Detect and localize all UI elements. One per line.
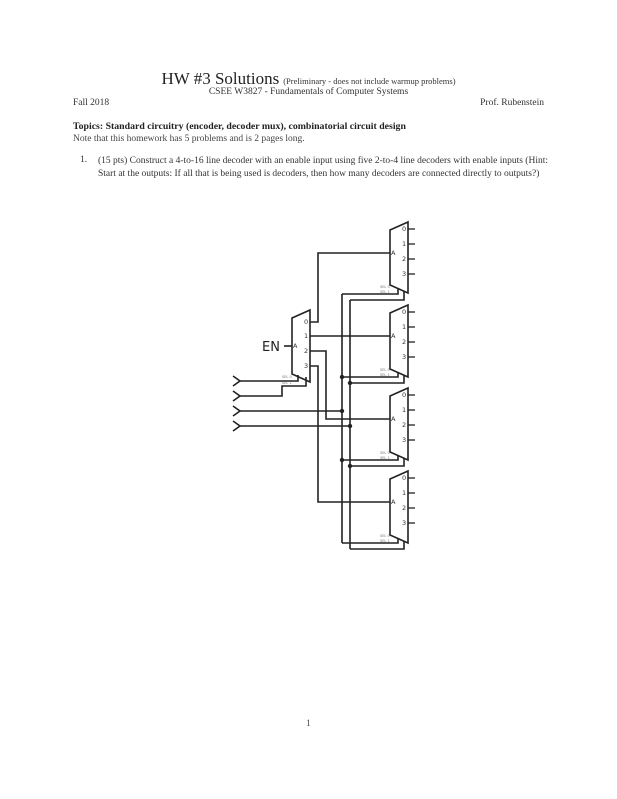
svg-text:SEL 0: SEL 0 [380,534,390,538]
svg-text:3: 3 [402,353,406,361]
svg-text:0: 0 [402,308,406,316]
svg-text:2: 2 [402,504,406,512]
decoder-1 [389,220,409,295]
problem-text: (15 pts) Construct a 4-to-16 line decode… [98,156,548,179]
svg-text:A: A [391,498,396,506]
svg-text:1: 1 [402,323,406,331]
term: Fall 2018 [73,98,110,108]
svg-text:2: 2 [402,255,406,263]
svg-text:1: 1 [402,406,406,414]
svg-text:1: 1 [402,240,406,248]
svg-text:SEL 0: SEL 0 [380,368,390,372]
svg-text:0: 0 [402,474,406,482]
homework-note: Note that this homework has 5 problems a… [73,134,305,144]
decoder-2 [389,303,409,379]
title-main: HW #3 Solutions [161,69,280,88]
svg-text:SEL 1: SEL 1 [380,373,390,377]
svg-text:SEL 1: SEL 1 [380,539,390,543]
svg-text:0: 0 [402,391,406,399]
svg-text:1: 1 [402,489,406,497]
page-number: 1 [306,718,311,728]
instructor: Prof. Rubenstein [480,98,544,108]
svg-text:1: 1 [304,332,308,340]
svg-text:3: 3 [402,270,406,278]
svg-text:3: 3 [402,436,406,444]
svg-text:SEL 0: SEL 0 [282,375,292,379]
enable-label: EN [262,340,280,355]
svg-text:2: 2 [402,421,406,429]
decoder-enable [291,308,311,384]
svg-text:SEL 1: SEL 1 [282,381,292,385]
svg-text:2: 2 [304,347,308,355]
svg-text:SEL 0: SEL 0 [380,285,390,289]
svg-text:0: 0 [402,225,406,233]
svg-text:A: A [391,332,396,340]
title-subtitle: (Preliminary - does not include warmup p… [283,76,456,86]
svg-text:SEL 1: SEL 1 [380,290,390,294]
decoder-4 [389,469,409,545]
svg-text:A: A [391,249,396,257]
course-name: CSEE W3827 - Fundamentals of Computer Sy… [208,87,409,97]
input-connectors [232,375,242,432]
svg-text:2: 2 [402,338,406,346]
svg-text:A: A [391,415,396,423]
svg-text:A: A [293,342,298,350]
svg-text:3: 3 [402,519,406,527]
svg-text:0: 0 [304,318,308,326]
svg-text:SEL 1: SEL 1 [380,456,390,460]
document-title: HW #3 Solutions (Preliminary - does not … [0,69,617,89]
svg-text:SEL 0: SEL 0 [380,451,390,455]
svg-text:3: 3 [304,362,308,370]
problem-number: 1. [80,155,88,165]
decoder-3 [389,386,409,462]
topics-heading: Topics: Standard circuitry (encoder, dec… [73,121,406,132]
